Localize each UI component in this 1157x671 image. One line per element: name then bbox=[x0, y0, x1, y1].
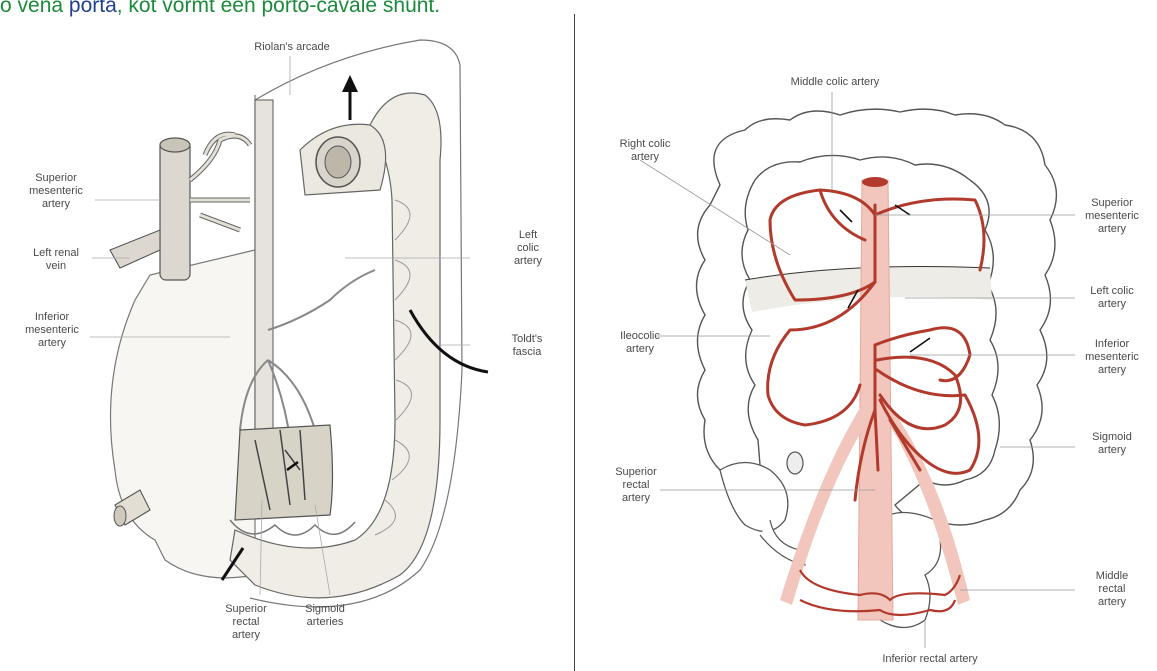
label-right-inferior-mesenteric-artery: Inferior mesenteric artery bbox=[1072, 338, 1152, 377]
label-right-superior-rectal-artery: Superior rectal artery bbox=[596, 466, 676, 505]
label-sigmoid-artery: Sigmoid artery bbox=[1072, 431, 1152, 457]
label-inferior-rectal-artery: Inferior rectal artery bbox=[855, 653, 1005, 666]
aorta-pink-top bbox=[862, 177, 888, 187]
label-middle-colic-artery: Middle colic artery bbox=[760, 76, 910, 89]
label-middle-rectal-artery: Middle rectal artery bbox=[1072, 570, 1152, 609]
label-right-colic-artery: Right colic artery bbox=[605, 138, 685, 164]
cecum bbox=[720, 463, 788, 532]
ileum-cut bbox=[787, 452, 803, 474]
label-right-left-colic-artery: Left colic artery bbox=[1072, 285, 1152, 311]
arterial-tree bbox=[768, 190, 984, 500]
label-right-superior-mesenteric-artery: Superior mesenteric artery bbox=[1072, 197, 1152, 236]
label-ileocolic-artery: Ileocolic artery bbox=[600, 330, 680, 356]
